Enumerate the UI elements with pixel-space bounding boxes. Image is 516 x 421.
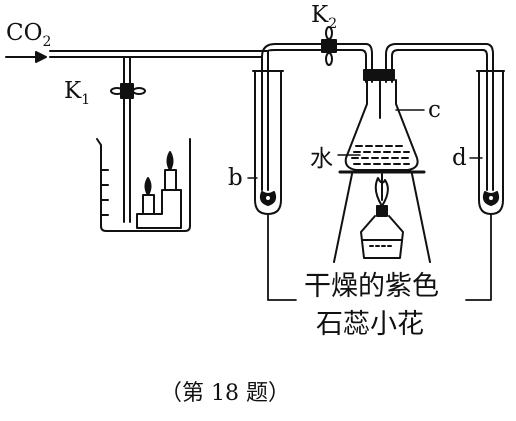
k1-label: K1 [64,78,90,108]
valve-k1-icon [110,83,146,99]
beaker-icon [96,138,191,232]
valve-k2-icon [321,26,337,66]
flower-label-line2: 石蕊小花 [316,309,424,340]
figure-caption: （第 18 题） [160,381,290,406]
tube-d-label: d [452,145,467,171]
water-label: 水 [310,146,333,172]
tripod-stand-icon [333,173,431,263]
short-candle-icon [142,177,155,215]
k2-label: K2 [311,2,337,32]
gas-flow-arrow [5,51,47,63]
leader-lines [247,109,483,179]
connecting-pipe-b-to-flask [261,43,373,83]
alcohol-lamp-icon [360,205,404,259]
flame-icon [374,177,389,207]
connecting-pipe-flask-to-d [385,43,494,191]
inlet-pipe [49,50,269,191]
branch-tube-to-beaker [123,56,131,223]
conical-flask-c-icon [338,69,426,174]
flower-label-line1: 干燥的紫色 [304,271,439,302]
tube-b-label: b [228,165,243,191]
co2-label: CO2 [6,20,51,50]
test-tube-d-icon [476,70,505,215]
flower-bracket [267,213,492,301]
tall-candle-icon [164,151,177,191]
flask-c-label: c [428,97,441,123]
